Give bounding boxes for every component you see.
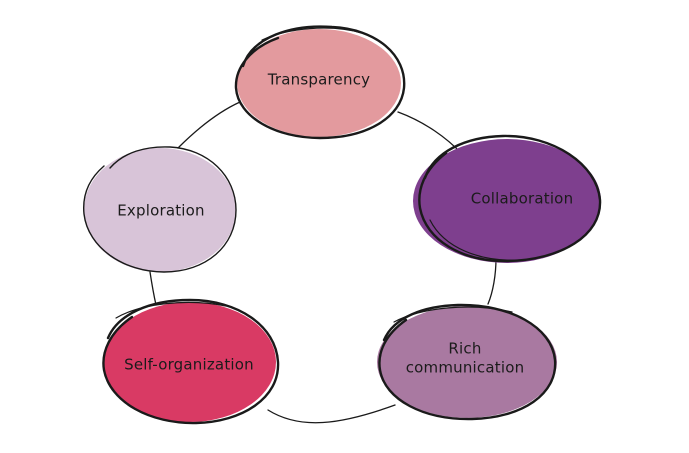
connector-exploration-transparency [177,101,241,149]
node-self-organization-outline-2 [115,301,227,319]
node-transparency-fill [237,29,401,137]
node-transparency-outline [234,25,406,140]
node-collaboration-outline-2 [429,219,521,261]
connector-self-organization-exploration [149,271,157,306]
node-exploration-outline [83,146,237,273]
node-collaboration-outline [418,134,602,263]
node-collaboration-label: Collaboration [471,190,574,208]
node-exploration: Exploration [83,146,237,273]
node-transparency-label: Transparency [267,71,370,89]
node-exploration-fill [84,148,236,272]
node-rich-communication-outline-2 [393,306,513,323]
node-self-organization-outline [102,298,280,425]
node-rich-communication-fill [377,306,557,418]
connector-collaboration-rich-communication [487,257,497,305]
node-rich-communication-label-line2: communication [406,359,525,377]
node-self-organization: Self-organization [102,298,280,425]
node-collaboration: Collaboration [413,134,602,263]
node-transparency-outline-2 [261,27,363,41]
node-collaboration-fill [413,139,601,263]
node-transparency: Transparency [234,25,406,140]
connector-rich-communication-self-organization [267,404,396,424]
node-exploration-label: Exploration [117,202,205,220]
node-rich-communication: Rich communication [377,303,557,421]
node-self-organization-label: Self-organization [124,356,254,374]
node-self-organization-fill [104,302,276,422]
node-rich-communication-outline [378,303,557,421]
node-rich-communication-label-line1: Rich [448,340,481,358]
